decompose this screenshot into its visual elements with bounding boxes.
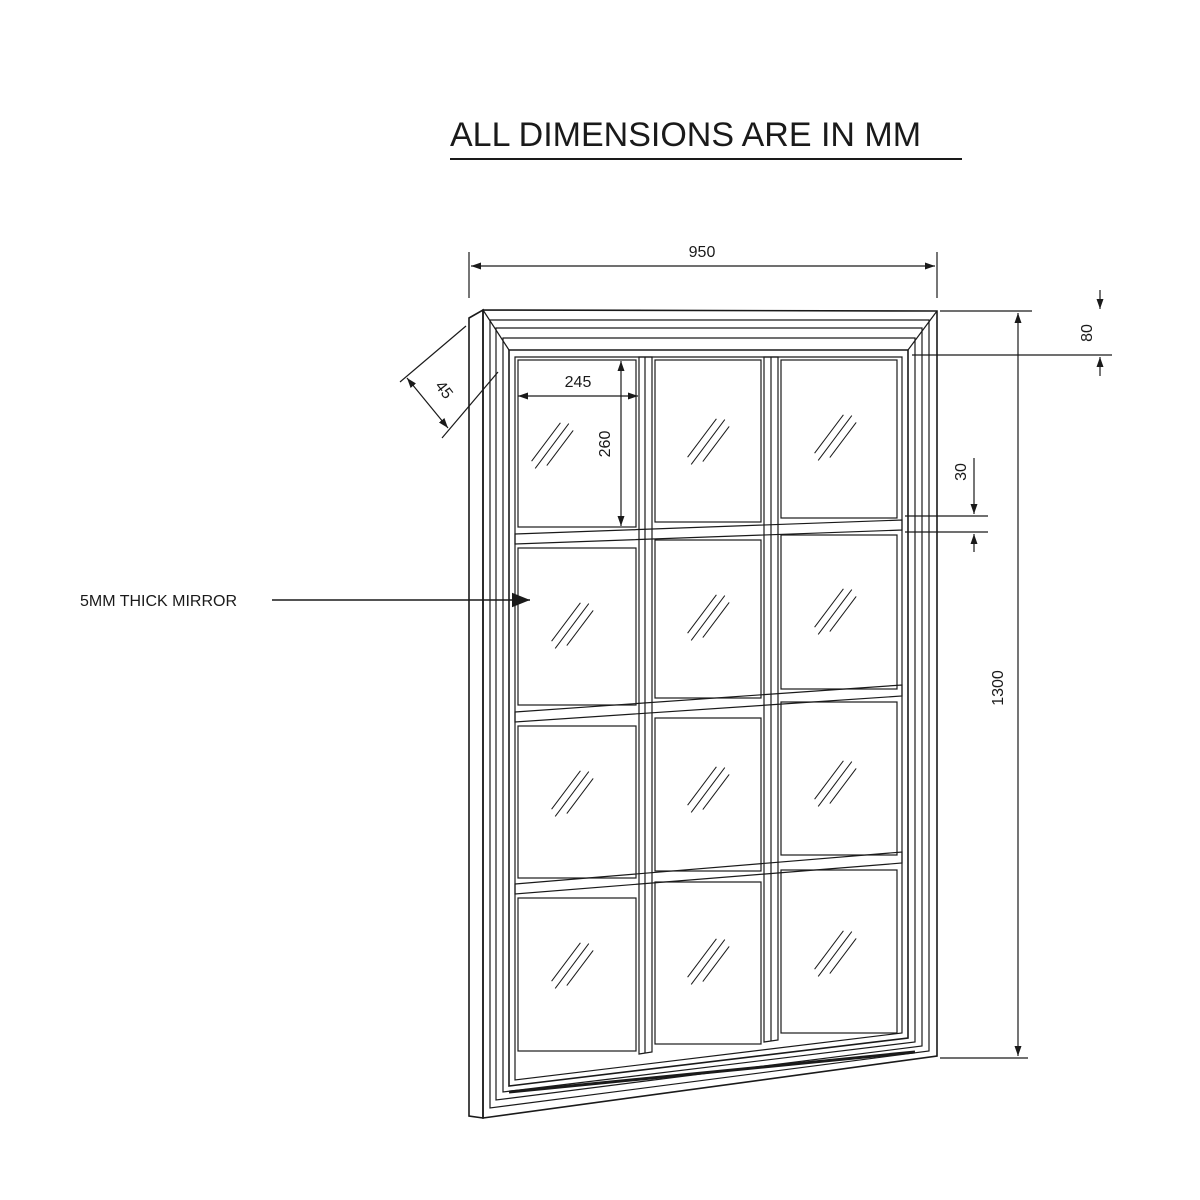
title-block: ALL DIMENSIONS ARE IN MM — [450, 116, 962, 160]
reflection-glyph-11 — [687, 938, 730, 985]
reflection-glyph-1 — [531, 422, 574, 469]
depth-label: 45 — [431, 378, 455, 403]
reflection-glyph-9 — [814, 760, 857, 807]
frame-moulding-1 — [489, 319, 930, 1109]
reflection-stroke — [702, 774, 730, 810]
reflection-stroke — [702, 602, 730, 638]
reflection-stroke — [551, 770, 581, 810]
reflection-stroke — [566, 950, 594, 986]
dimension-pane-height: 260 — [597, 361, 625, 526]
horizontal-bar-3 — [514, 851, 903, 895]
vertical-bar-2 — [763, 356, 779, 1043]
reflection-stroke — [566, 610, 594, 646]
dimension-pane-width: 245 — [518, 374, 638, 400]
reflection-stroke — [829, 596, 857, 632]
reflection-stroke — [817, 415, 853, 461]
vertical-bar-1 — [638, 356, 653, 1055]
reflection-stroke — [814, 930, 844, 970]
frame-bottom-shadow — [508, 1050, 916, 1094]
reflection-stroke — [687, 938, 717, 978]
reflection-glyph-8 — [687, 766, 730, 813]
reflection-stroke — [817, 589, 853, 635]
reflection-glyph-7 — [551, 770, 594, 817]
reflection-stroke — [817, 931, 853, 977]
frame-moulding-2 — [495, 327, 923, 1101]
pane-r1-c1 — [517, 359, 637, 528]
pane-r1-c3 — [780, 359, 898, 519]
reflection-stroke — [690, 419, 726, 465]
depth-extension-outer — [399, 325, 467, 383]
pane-r1-c2 — [654, 359, 762, 523]
width-label: 950 — [689, 244, 716, 261]
dimension-top-rail: 80 — [912, 290, 1112, 376]
bar-width-label: 30 — [953, 463, 970, 481]
reflection-stroke — [829, 422, 857, 458]
frame-inner-opening — [508, 349, 909, 1087]
reflection-stroke — [814, 760, 844, 800]
pane-r4-c3 — [780, 869, 898, 1034]
reflection-glyph-6 — [814, 588, 857, 635]
mitre-top-right — [907, 310, 938, 351]
reflection-stroke — [690, 595, 726, 641]
pane-r3-c2 — [654, 717, 762, 872]
reflection-glyph-5 — [687, 594, 730, 641]
dimension-height: 1300 — [940, 310, 1032, 1059]
reflection-stroke — [546, 430, 574, 466]
reflection-stroke — [814, 414, 844, 454]
horizontal-bar-1 — [514, 519, 903, 545]
reflection-stroke — [534, 423, 570, 469]
reflection-glyph-3 — [814, 414, 857, 461]
reflection-stroke — [554, 943, 590, 989]
frame-side-face — [468, 308, 484, 1119]
glazing-bars — [514, 356, 903, 1055]
depth-dimension-line — [406, 377, 449, 429]
pane-r4-c1 — [517, 897, 637, 1052]
top-rail-label: 80 — [1079, 324, 1096, 342]
reflection-glyph-2 — [687, 418, 730, 465]
mirror-callout-label: 5MM THICK MIRROR — [80, 593, 237, 610]
reflection-stroke — [551, 942, 581, 982]
reflection-stroke — [687, 418, 717, 458]
mitre-top-left — [482, 309, 510, 351]
reflection-stroke — [566, 778, 594, 814]
reflection-stroke — [814, 588, 844, 628]
mirror-callout: 5MM THICK MIRROR — [80, 592, 530, 610]
frame-front-outer — [482, 309, 938, 1119]
reflection-stroke — [702, 426, 730, 462]
horizontal-bar-2 — [514, 684, 903, 723]
reflection-stroke — [687, 766, 717, 806]
reflection-stroke — [554, 603, 590, 649]
pane-r4-c2 — [654, 881, 762, 1045]
pane-r2-c2 — [654, 539, 762, 699]
pane-r3-c1 — [517, 725, 637, 879]
pane-width-label: 245 — [565, 374, 592, 391]
mirror-panes — [517, 359, 898, 1052]
dimension-width: 950 — [468, 244, 938, 298]
pane-r2-c1 — [517, 547, 637, 706]
reflection-stroke — [551, 602, 581, 642]
reflection-stroke — [690, 939, 726, 985]
height-label: 1300 — [990, 670, 1007, 706]
pane-r2-c3 — [780, 534, 898, 690]
title-text: ALL DIMENSIONS ARE IN MM — [450, 116, 921, 154]
reflection-stroke — [687, 594, 717, 634]
frame-moulding-3 — [502, 337, 916, 1093]
reflection-stroke — [690, 767, 726, 813]
glass-reflections — [531, 414, 857, 989]
reflection-stroke — [531, 422, 561, 462]
reflection-stroke — [817, 761, 853, 807]
reflection-stroke — [829, 938, 857, 974]
dimension-bar-width: 30 — [905, 458, 988, 552]
reflection-stroke — [554, 771, 590, 817]
reflection-stroke — [829, 768, 857, 804]
pane-height-label: 260 — [597, 431, 614, 458]
reflection-glyph-4 — [551, 602, 594, 649]
mirror-frame — [468, 308, 938, 1119]
reflection-glyph-12 — [814, 930, 857, 977]
pane-r3-c3 — [780, 701, 898, 856]
reflection-glyph-10 — [551, 942, 594, 989]
reflection-stroke — [702, 946, 730, 982]
depth-extension — [441, 371, 499, 439]
